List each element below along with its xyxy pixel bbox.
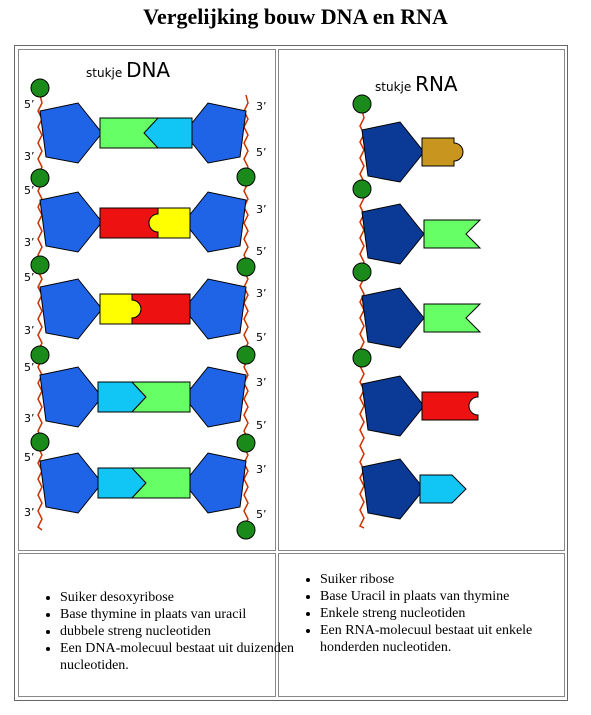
rna-panel-title: stukje RNA <box>375 72 458 96</box>
dna-end-3-label: 3’ <box>24 324 35 337</box>
dna-left-backbone <box>37 94 43 531</box>
dna-phosphate-left <box>30 432 50 452</box>
dna-phosphate-right <box>236 345 256 365</box>
dna-end-5-label: 5’ <box>256 146 267 159</box>
rna-phosphate <box>352 262 372 282</box>
list-item: Een DNA-molecuul bestaat uit duizenden n… <box>60 640 300 674</box>
dna-sugar-right <box>183 452 247 514</box>
rna-diagram-cell <box>278 49 565 551</box>
rna-sugar <box>361 375 425 437</box>
rna-base <box>421 137 464 167</box>
dna-panel-title: stukje DNA <box>86 58 170 82</box>
dna-end-5-label: 5’ <box>256 508 267 521</box>
rna-base <box>421 391 479 421</box>
dna-end-5-label: 5’ <box>24 451 35 464</box>
dna-sugar-left <box>39 102 103 164</box>
dna-end-5-label: 5’ <box>24 271 35 284</box>
list-item: Base thymine in plaats van uracil <box>60 606 300 623</box>
dna-sugar-left <box>39 452 103 514</box>
dna-end-5-label: 5’ <box>256 245 267 258</box>
list-item: Enkele streng nucleotiden <box>320 605 586 622</box>
dna-sugar-right <box>183 191 247 253</box>
page-title: Vergelijking bouw DNA en RNA <box>143 4 448 29</box>
dna-phosphate-right <box>236 257 256 277</box>
dna-phosphate-right <box>236 433 256 453</box>
rna-sugar <box>361 203 425 265</box>
rna-description-cell <box>278 553 565 697</box>
dna-base-right <box>130 381 191 413</box>
rna-base <box>423 219 482 249</box>
dna-sugar-right <box>183 102 247 164</box>
dna-sugar-left <box>39 191 103 253</box>
dna-end-3-label: 3’ <box>256 203 267 216</box>
dna-end-3-label: 3’ <box>24 506 35 519</box>
rna-title-big: RNA <box>415 72 458 96</box>
dna-phosphate-left <box>30 255 50 275</box>
rna-sugar <box>361 121 425 183</box>
dna-base-right <box>143 117 193 149</box>
rna-sugar <box>361 458 425 520</box>
dna-end-3-label: 3’ <box>256 287 267 300</box>
dna-phosphate-left <box>30 168 50 188</box>
dna-phosphate-left <box>30 345 50 365</box>
dna-end-5-label: 5’ <box>24 98 35 111</box>
dna-description-cell <box>18 553 276 697</box>
list-item: dubbele streng nucleotiden <box>60 623 300 640</box>
rna-phosphate <box>352 348 372 368</box>
dna-end-3-label: 3’ <box>24 236 35 249</box>
dna-base-right <box>131 293 191 325</box>
rna-base <box>419 474 467 504</box>
dna-sugar-right <box>183 366 247 428</box>
dna-title-small: stukje <box>86 66 123 80</box>
list-item: Base Uracil in plaats van thymine <box>320 588 586 605</box>
dna-end-3-label: 3’ <box>24 412 35 425</box>
rna-backbone <box>358 109 365 529</box>
dna-base-right <box>130 467 191 499</box>
dna-phosphate-right <box>236 520 256 540</box>
dna-end-5-label: 5’ <box>24 184 35 197</box>
dna-facts-list: Suiker desoxyribose Base thymine in plaa… <box>36 589 300 674</box>
dna-end-3-label: 3’ <box>256 463 267 476</box>
rna-phosphate <box>352 94 372 114</box>
dna-end-5-label: 5’ <box>256 419 267 432</box>
dna-end-3-label: 3’ <box>24 150 35 163</box>
comparison-table <box>14 45 568 701</box>
dna-sugar-left <box>39 278 103 340</box>
dna-phosphate-left <box>30 78 50 98</box>
dna-end-5-label: 5’ <box>256 331 267 344</box>
rna-facts-list: Suiker ribose Base Uracil in plaats van … <box>296 571 586 656</box>
dna-base-right <box>148 207 191 239</box>
rna-base <box>423 303 482 333</box>
dna-end-3-label: 3’ <box>256 376 267 389</box>
rna-phosphate <box>352 179 372 199</box>
rna-sugar <box>361 287 425 349</box>
dna-end-5-label: 5’ <box>24 361 35 374</box>
list-item: Een RNA-molecuul bestaat uit enkele hond… <box>320 622 586 656</box>
list-item: Suiker ribose <box>320 571 586 588</box>
dna-sugar-right <box>183 278 247 340</box>
dna-title-big: DNA <box>126 58 171 82</box>
list-item: Suiker desoxyribose <box>60 589 300 606</box>
rna-title-small: stukje <box>375 80 412 94</box>
dna-sugar-left <box>39 366 103 428</box>
dna-phosphate-right <box>236 167 256 187</box>
dna-end-3-label: 3’ <box>256 100 267 113</box>
